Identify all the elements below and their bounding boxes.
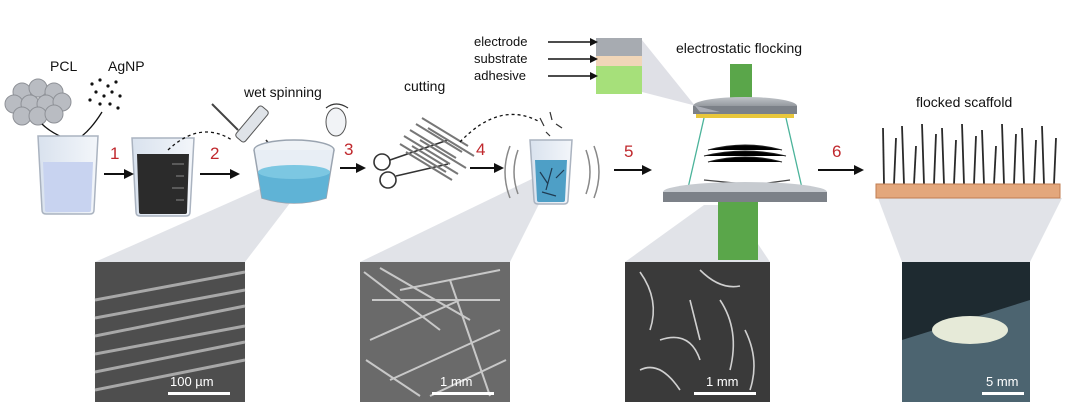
pcl-pellets bbox=[4, 78, 72, 126]
sem-cut-fibers bbox=[360, 262, 510, 402]
layer-pointers bbox=[548, 38, 598, 80]
beaker-mixture bbox=[131, 137, 195, 217]
zoom-wedge-scaffold bbox=[878, 198, 1062, 262]
step-number-3: 3 bbox=[344, 140, 354, 159]
scaffold-fibers bbox=[882, 123, 1057, 185]
label-adhesive: adhesive bbox=[474, 68, 527, 83]
scale-bar-scaffold bbox=[982, 392, 1024, 395]
scale-bar-wet-spinning bbox=[168, 392, 230, 395]
zoom-wedge-cutting bbox=[360, 175, 552, 262]
label-wet-spinning: wet spinning bbox=[244, 84, 322, 100]
layer-detail bbox=[596, 38, 720, 112]
coagulation-bath bbox=[253, 139, 335, 204]
zoom-wedge-spinning bbox=[95, 188, 300, 262]
flocking-apparatus bbox=[663, 64, 827, 260]
scale-bar-flocking bbox=[694, 392, 756, 395]
scale-label-cutting: 1 mm bbox=[440, 374, 473, 389]
scale-bar-cutting bbox=[432, 392, 494, 395]
label-flocked-scaffold: flocked scaffold bbox=[916, 94, 1013, 110]
step-number-5: 5 bbox=[624, 142, 634, 161]
step-number-2: 2 bbox=[210, 144, 220, 163]
step-number-4: 4 bbox=[476, 140, 486, 159]
sem-flocked-fibers bbox=[625, 262, 770, 402]
beaker-pcl bbox=[37, 135, 99, 215]
scaffold-substrate bbox=[875, 183, 1061, 199]
step-number-6: 6 bbox=[832, 142, 842, 161]
step-arrows bbox=[104, 163, 864, 179]
scaffold-photo bbox=[902, 262, 1030, 402]
scale-label-wet-spinning: 100 µm bbox=[170, 374, 214, 389]
label-electrostatic-flocking: electrostatic flocking bbox=[676, 40, 803, 56]
agnp-particles bbox=[88, 78, 122, 110]
scale-label-flocking: 1 mm bbox=[706, 374, 739, 389]
label-agnp: AgNP bbox=[108, 58, 145, 74]
sem-wet-spun-fibers bbox=[94, 262, 246, 402]
label-electrode: electrode bbox=[474, 34, 528, 49]
fiber-bundle bbox=[399, 117, 475, 181]
scissors bbox=[373, 139, 449, 189]
dispersion-beaker bbox=[504, 111, 600, 205]
label-cutting: cutting bbox=[404, 78, 446, 94]
collector-roller bbox=[325, 103, 349, 137]
label-substrate: substrate bbox=[474, 51, 528, 66]
step-number-1: 1 bbox=[110, 144, 120, 163]
scale-label-scaffold: 5 mm bbox=[986, 374, 1019, 389]
label-pcl: PCL bbox=[50, 58, 78, 74]
